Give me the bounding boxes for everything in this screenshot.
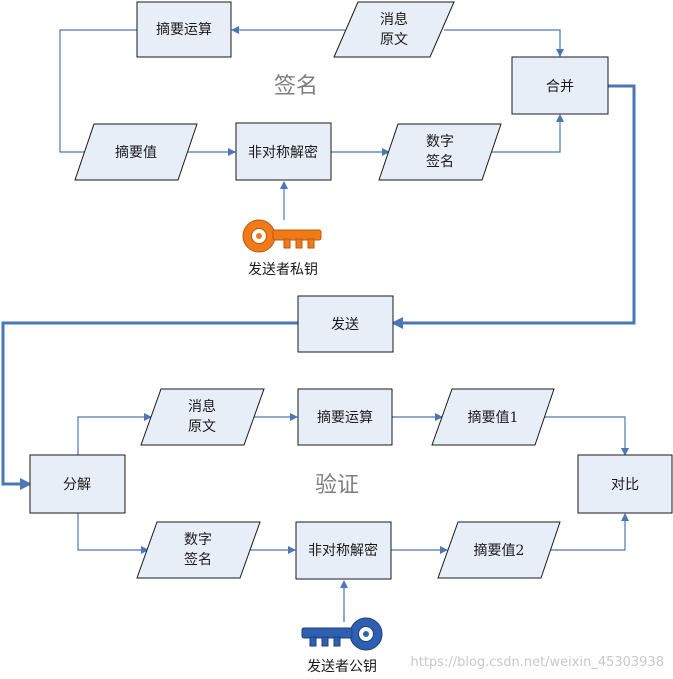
arrow-digest-op-to-digest-value bbox=[59, 29, 137, 156]
digest-value-parallelogram: 摘要值 bbox=[74, 123, 198, 181]
watermark-text: https://blog.csdn.net/weixin_45303938 bbox=[410, 655, 664, 670]
arrow-digest-value-2-to-compare bbox=[546, 513, 629, 551]
signing-section-title: 签名 bbox=[274, 74, 318, 99]
verify-signature-label-line-2: 签名 bbox=[184, 551, 212, 568]
split-label: 分解 bbox=[63, 477, 91, 493]
digest-value-1-parallelogram: 摘要值1 bbox=[431, 388, 555, 446]
verify-message-parallelogram: 消息 原文 bbox=[140, 388, 265, 446]
arrow-split-to-message bbox=[77, 413, 152, 455]
signature-label-line-1: 数字 bbox=[426, 134, 454, 150]
verify-asym-decrypt-box: 非对称解密 bbox=[295, 521, 392, 580]
arrow-digest-value-1-to-compare bbox=[542, 416, 629, 456]
public-key-label: 发送者公钥 bbox=[307, 659, 377, 675]
digest-value-2-parallelogram: 摘要值2 bbox=[437, 521, 561, 579]
arrow-message-to-merge bbox=[444, 29, 564, 57]
compare-label: 对比 bbox=[611, 477, 639, 493]
verify-section-title: 验证 bbox=[315, 473, 359, 498]
arrow-send-to-split bbox=[1, 321, 298, 490]
digest-value-2-label: 摘要值2 bbox=[474, 542, 525, 559]
asym-decrypt-box: 非对称解密 bbox=[235, 122, 332, 181]
verify-message-label-line-1: 消息 bbox=[188, 398, 216, 415]
verify-message-label-line-2: 原文 bbox=[188, 419, 216, 435]
arrow-signature-to-merge bbox=[490, 114, 564, 153]
message-label-line-2: 原文 bbox=[380, 32, 408, 48]
public-key-icon bbox=[301, 617, 383, 651]
digest-op-label: 摘要运算 bbox=[156, 21, 212, 38]
merge-label: 合并 bbox=[546, 79, 574, 95]
signing-connectors bbox=[59, 26, 564, 220]
arrow-split-to-signature bbox=[77, 513, 149, 554]
digest-value-label: 摘要值 bbox=[115, 144, 157, 161]
send-label: 发送 bbox=[331, 317, 359, 333]
private-key-icon bbox=[242, 219, 322, 253]
message-parallelogram: 消息 原文 bbox=[333, 1, 455, 58]
verify-signature-label-line-1: 数字 bbox=[184, 532, 212, 548]
verify-digest-op-box: 摘要运算 bbox=[297, 388, 393, 446]
arrow-merge-to-send bbox=[391, 84, 636, 329]
compare-box: 对比 bbox=[577, 454, 673, 514]
verify-digest-op-label: 摘要运算 bbox=[317, 409, 373, 426]
split-box: 分解 bbox=[29, 454, 126, 514]
digest-op-box: 摘要运算 bbox=[136, 1, 232, 58]
message-label-line-1: 消息 bbox=[380, 11, 408, 28]
verify-connectors bbox=[77, 413, 629, 622]
send-box: 发送 bbox=[297, 295, 394, 353]
digest-value-1-label: 摘要值1 bbox=[468, 409, 519, 426]
signature-label-line-2: 签名 bbox=[426, 153, 454, 170]
private-key-label: 发送者私钥 bbox=[248, 262, 318, 278]
asym-decrypt-label: 非对称解密 bbox=[248, 144, 318, 161]
verify-signature-parallelogram: 数字 签名 bbox=[136, 521, 261, 579]
merge-box: 合并 bbox=[511, 56, 609, 115]
signature-parallelogram: 数字 签名 bbox=[378, 123, 502, 181]
verify-asym-decrypt-label: 非对称解密 bbox=[308, 542, 378, 559]
